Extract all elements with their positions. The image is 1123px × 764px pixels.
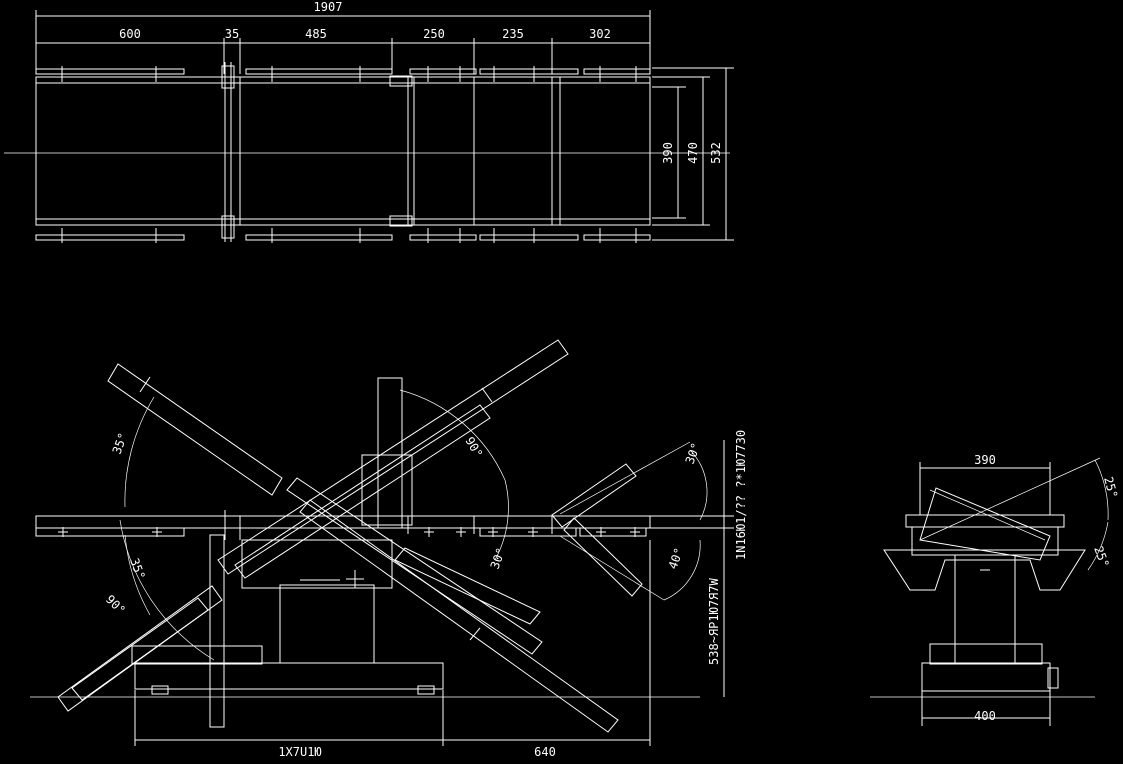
angle-back-rotate-lower-label: 90° (103, 592, 128, 617)
angle-back-up-label: 35° (110, 431, 131, 456)
end-view: 390 400 25° 25° (870, 453, 1120, 726)
top-height-label: 1N16Ю1/?? ?*1Ю7730 (734, 430, 748, 560)
segment-label-2: 35 (225, 27, 239, 41)
plan-view: 1907 600 35 485 250 235 302 390 470 532 (4, 0, 734, 243)
segment-label-5: 235 (502, 27, 524, 41)
segment-label-3: 485 (305, 27, 327, 41)
base-label: 1X7U1Ю (278, 745, 321, 759)
height-range-label: 538~ЯР1Ю7Я7W (707, 578, 721, 665)
angle-foot-down-label: 30° (488, 546, 509, 571)
width-label-532: 532 (709, 142, 723, 164)
overall-length-label: 1907 (314, 0, 343, 14)
end-tilt-angle-top-label: 25° (1101, 475, 1120, 500)
segment-label-1: 600 (119, 27, 141, 41)
angle-leg-up-label: 30° (683, 441, 704, 466)
segment-label-4: 250 (423, 27, 445, 41)
angle-leg-down-label: 40° (666, 546, 687, 571)
width-label-390: 390 (661, 142, 675, 164)
segment-label-6: 302 (589, 27, 611, 41)
base-dim-label: 640 (534, 745, 556, 759)
angle-back-down-label: 35° (127, 556, 148, 581)
angle-back-rotate-label: 90° (462, 435, 485, 461)
side-view: 35° 35° 90° 90° 30° 40° 30° 1N16Ю1/?? ?*… (30, 339, 748, 759)
end-tilt-angle-side-label: 25° (1091, 544, 1112, 569)
width-label-470: 470 (686, 142, 700, 164)
end-base-width-label: 400 (974, 709, 996, 723)
end-top-width-label: 390 (974, 453, 996, 467)
